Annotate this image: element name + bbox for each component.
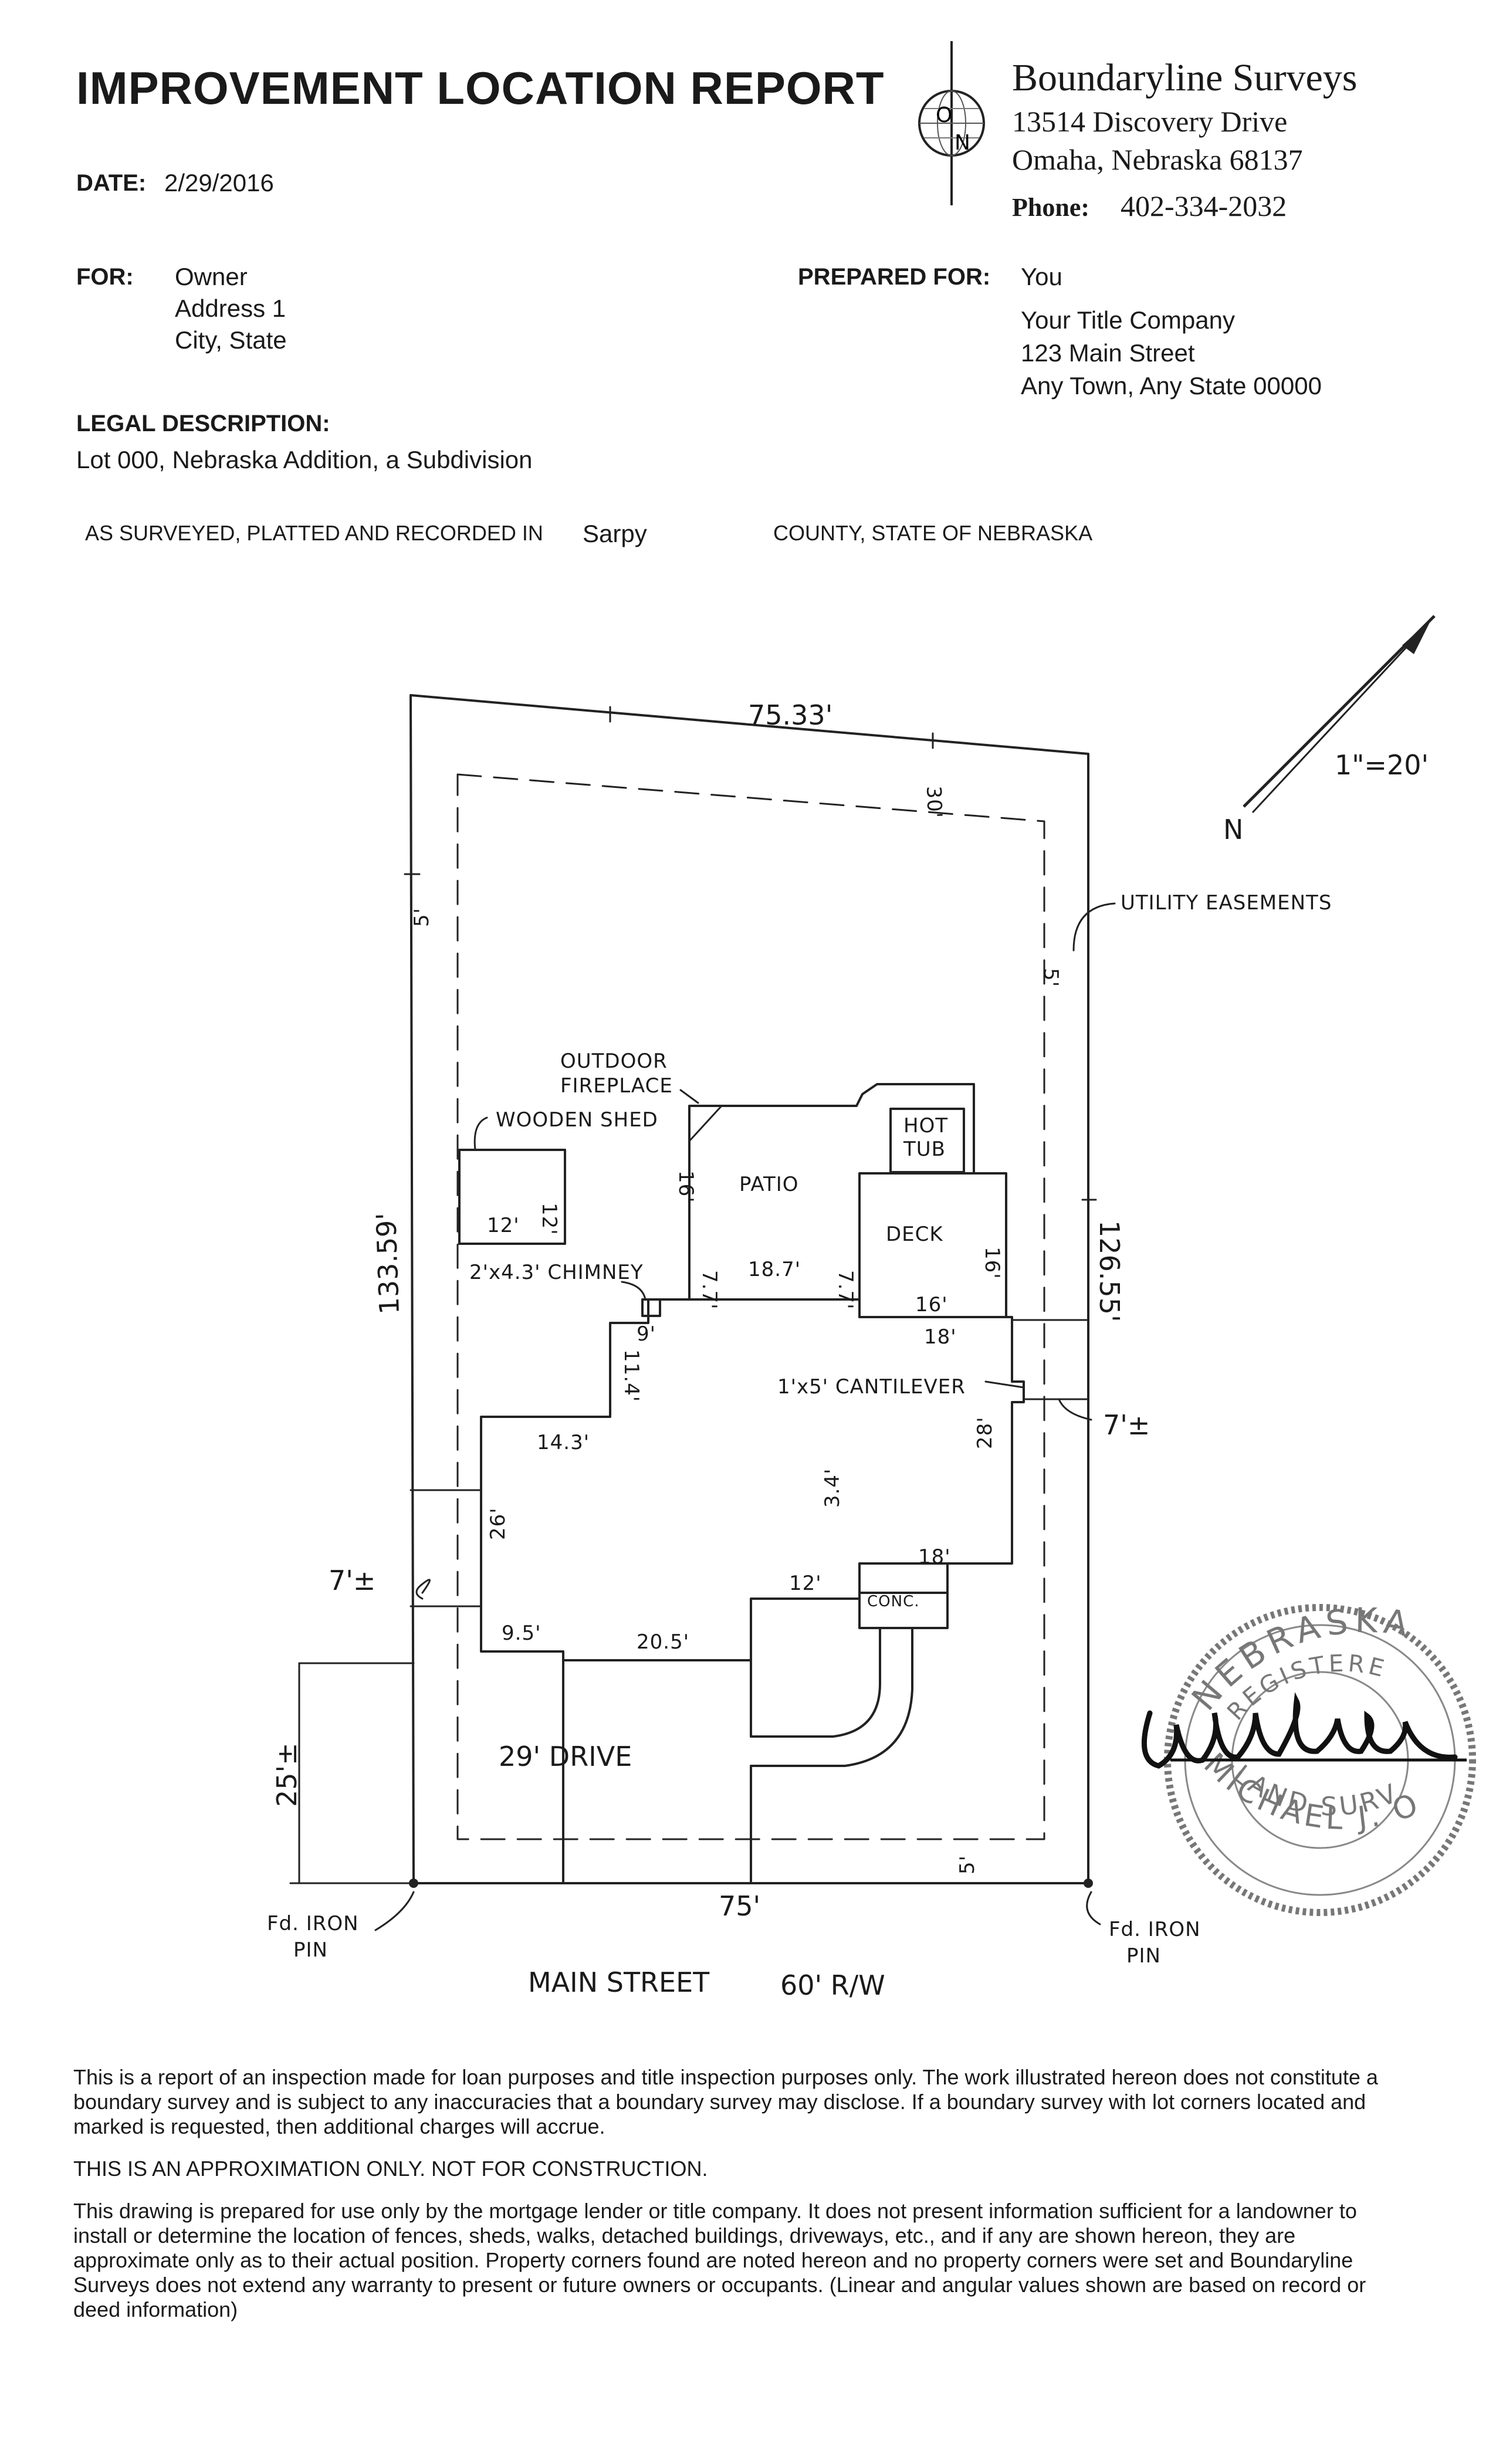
iron-pin-left	[409, 1879, 418, 1888]
logo-letter-n: N	[955, 131, 970, 155]
dim-7-left: 7'±	[329, 1565, 375, 1596]
street-label: MAIN STREET	[528, 1967, 710, 1998]
report-title: IMPROVEMENT LOCATION REPORT	[76, 62, 885, 114]
company-address-1: 13514 Discovery Drive	[1012, 105, 1288, 138]
easement-line	[456, 773, 1045, 1840]
dim-25: 25'±	[271, 1742, 303, 1807]
dim-7-7-right: 7.7'	[834, 1270, 857, 1309]
date-value: 2/29/2016	[164, 169, 274, 197]
left-easement: 5'	[410, 908, 434, 927]
company-phone: 402-334-2032	[1121, 189, 1287, 222]
dim-9-5: 9.5'	[502, 1622, 541, 1645]
conc-label: CONC.	[867, 1593, 920, 1610]
patio	[688, 1083, 975, 1251]
top-width: 75.33'	[748, 699, 832, 731]
seal-mid-text: REGISTERED	[0, 0, 1386, 1725]
cantilever-label: 1'x5' CANTILEVER	[777, 1375, 966, 1399]
outdoor-fireplace-label-1: OUTDOOR	[560, 1050, 668, 1073]
north-label: N	[1223, 814, 1243, 845]
disclaimer-paragraph-2: THIS IS AN APPROXIMATION ONLY. NOT FOR C…	[73, 2157, 708, 2181]
for-line-1: Owner	[175, 263, 248, 290]
dim-14-3: 14.3'	[537, 1431, 590, 1454]
company-name: Boundaryline Surveys	[1012, 56, 1358, 99]
prepared-for-line-2: Your Title Company	[1021, 306, 1235, 334]
drive-label: 29' DRIVE	[499, 1741, 632, 1772]
right-easement: 5'	[1039, 968, 1062, 987]
chimney	[641, 1298, 661, 1317]
recorded-county: Sarpy	[583, 520, 647, 547]
hot-tub-label-1: HOT	[903, 1114, 948, 1138]
company-logo: O N	[918, 41, 985, 205]
chimney-label: 2'x4.3' CHIMNEY	[469, 1261, 644, 1284]
deck-height: 16'	[980, 1247, 1004, 1280]
pin-right-label-1: Fd. IRON	[1109, 1918, 1201, 1941]
dim-11-4: 11.4'	[620, 1349, 643, 1402]
left-depth: 133.59'	[370, 1212, 405, 1315]
pin-left-label-1: Fd. IRON	[267, 1912, 359, 1935]
patio-height: 16'	[674, 1170, 698, 1203]
for-label: FOR:	[76, 264, 134, 290]
deck-width: 16'	[915, 1293, 948, 1316]
seal-name-text: MICHAEL J. OEHME	[0, 0, 1423, 1837]
company-phone-label: Phone:	[1012, 193, 1089, 222]
right-of-way-label: 60' R/W	[780, 1969, 885, 2001]
iron-pin-right	[1084, 1879, 1093, 1888]
dim-26: 26'	[486, 1507, 510, 1540]
dim-18-front: 18'	[918, 1545, 951, 1569]
recorded-prefix: AS SURVEYED, PLATTED AND RECORDED IN	[85, 521, 543, 545]
bottom-setback: 5'	[956, 1855, 979, 1874]
wooden-shed-label: WOODEN SHED	[496, 1108, 658, 1132]
top-setback: 30'	[922, 786, 946, 819]
shed-height: 12'	[537, 1203, 561, 1236]
dim-7-right: 7'±	[1103, 1409, 1150, 1441]
prepared-for-line-3: 123 Main Street	[1021, 339, 1195, 367]
date-label: DATE:	[76, 170, 147, 196]
for-line-2: Address 1	[175, 295, 286, 322]
for-line-3: City, State	[175, 326, 287, 354]
surveyor-signature	[1141, 1692, 1458, 1769]
lot-boundary	[409, 694, 1089, 1884]
right-depth: 126.55'	[1094, 1220, 1125, 1322]
hot-tub-label-2: TUB	[903, 1138, 946, 1161]
surveyor-seal: NEBRASKA REGISTERED LAND SURVEYOR MICHAE…	[0, 0, 1476, 1916]
pin-left-label-2: PIN	[293, 1938, 328, 1962]
scale-label: 1"=20'	[1335, 749, 1429, 781]
legal-label: LEGAL DESCRIPTION:	[76, 411, 330, 436]
outdoor-fireplace-label-2: FIREPLACE	[560, 1074, 673, 1098]
utility-easement-label: UTILITY EASEMENTS	[1121, 891, 1332, 915]
dim-7-7-left: 7.7'	[698, 1270, 721, 1309]
dim-3-4: 3.4'	[821, 1468, 844, 1508]
prepared-for-line-1: You	[1021, 263, 1062, 290]
dim-18-deck: 18'	[924, 1325, 957, 1349]
prepared-for-label: PREPARED FOR:	[798, 264, 991, 290]
company-address-2: Omaha, Nebraska 68137	[1012, 143, 1303, 176]
logo-letter-o: O	[936, 103, 952, 127]
wooden-shed	[458, 1149, 566, 1245]
disclaimer-paragraph-1: This is a report of an inspection made f…	[73, 2065, 1378, 2138]
disclaimer-paragraph-3: This drawing is prepared for use only by…	[73, 2199, 1366, 2321]
patio-label: PATIO	[739, 1173, 799, 1196]
bottom-width: 75'	[719, 1890, 760, 1922]
disclaimer: This is a report of an inspection made f…	[73, 2065, 1399, 2340]
dim-12: 12'	[789, 1572, 822, 1595]
dim-20-5: 20.5'	[637, 1630, 689, 1654]
dim-28: 28'	[973, 1416, 997, 1449]
dim-9: 9'	[637, 1322, 656, 1346]
recorded-suffix: COUNTY, STATE OF NEBRASKA	[773, 521, 1093, 545]
shed-width: 12'	[487, 1214, 520, 1237]
walkway	[750, 1627, 881, 1738]
deck	[858, 1172, 1007, 1318]
pin-right-label-2: PIN	[1126, 1944, 1161, 1968]
concrete-stoop	[858, 1562, 949, 1629]
north-arrow: N 1"=20'	[1223, 615, 1436, 845]
legal-text: Lot 000, Nebraska Addition, a Subdivisio…	[76, 446, 533, 473]
deck-label: DECK	[886, 1223, 943, 1246]
prepared-for-line-4: Any Town, Any State 00000	[1021, 372, 1322, 400]
dim-18-7: 18.7'	[748, 1258, 801, 1281]
plat-drawing: N 1"=20' 75.33' 30' 5' 5' UTILITY EASEME…	[0, 0, 1476, 2001]
